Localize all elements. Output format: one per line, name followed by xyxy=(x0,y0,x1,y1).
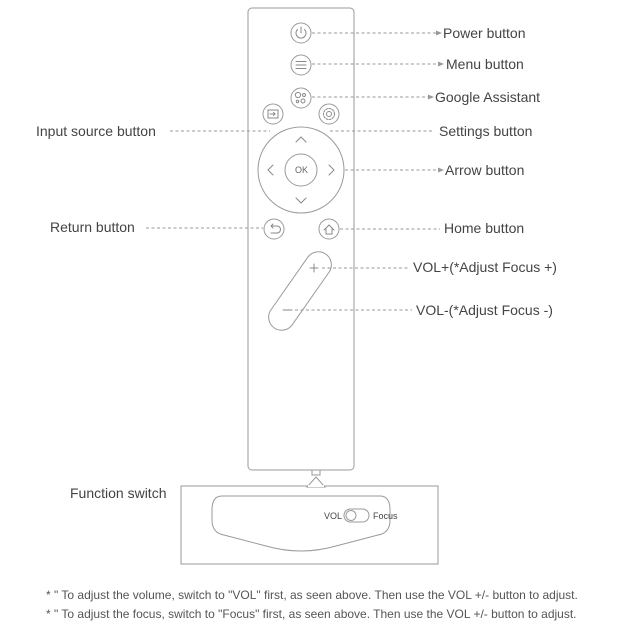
footnote-volume: * " To adjust the volume, switch to "VOL… xyxy=(46,588,578,602)
arrow-left-icon xyxy=(267,164,274,176)
home-icon xyxy=(323,224,335,235)
settings-button xyxy=(318,103,340,125)
input-source-icon xyxy=(267,109,279,119)
arrowhead-menu xyxy=(438,61,444,67)
menu-button xyxy=(290,54,312,76)
remote-connector xyxy=(311,469,321,476)
power-icon xyxy=(295,26,307,39)
plus-icon xyxy=(309,263,319,273)
label-input-source-button: Input source button xyxy=(36,123,156,139)
arrow-down-icon xyxy=(295,197,307,204)
label-settings-button: Settings button xyxy=(439,123,533,139)
footnote-focus: * " To adjust the focus, switch to "Focu… xyxy=(46,607,577,621)
label-vol-plus: VOL+(*Adjust Focus +) xyxy=(413,259,557,275)
label-function-switch: Function switch xyxy=(70,485,167,501)
gear-icon xyxy=(323,108,335,120)
menu-icon xyxy=(295,61,307,69)
volume-rocker xyxy=(268,251,332,331)
google-assistant-button xyxy=(290,87,312,109)
switch-label-focus: Focus xyxy=(373,511,398,521)
arrowhead-arrow xyxy=(438,167,444,173)
arrow-pad xyxy=(257,126,345,214)
power-button xyxy=(290,22,312,44)
arrow-right-icon xyxy=(328,164,335,176)
ok-button xyxy=(284,153,318,187)
ok-button-label: OK xyxy=(295,165,309,175)
input-source-button xyxy=(262,103,284,125)
label-google-assistant: Google Assistant xyxy=(435,89,541,105)
return-icon xyxy=(270,223,281,234)
switch-label-vol: VOL xyxy=(324,511,343,521)
home-button xyxy=(318,218,340,240)
arrowhead-power xyxy=(436,30,442,36)
label-arrow-button: Arrow button xyxy=(445,162,525,178)
remote-body xyxy=(247,7,355,471)
label-power-button: Power button xyxy=(443,25,526,41)
google-assistant-icon xyxy=(294,91,306,104)
label-vol-minus: VOL-(*Adjust Focus -) xyxy=(416,302,553,318)
arrow-up-icon xyxy=(295,136,307,143)
label-home-button: Home button xyxy=(444,220,525,236)
function-switch-knob xyxy=(345,510,357,521)
label-return-button: Return button xyxy=(50,219,135,235)
remote-bottom-shape xyxy=(211,495,391,552)
return-button xyxy=(263,218,285,240)
label-menu-button: Menu button xyxy=(446,56,524,72)
arrowhead-google xyxy=(428,94,434,100)
